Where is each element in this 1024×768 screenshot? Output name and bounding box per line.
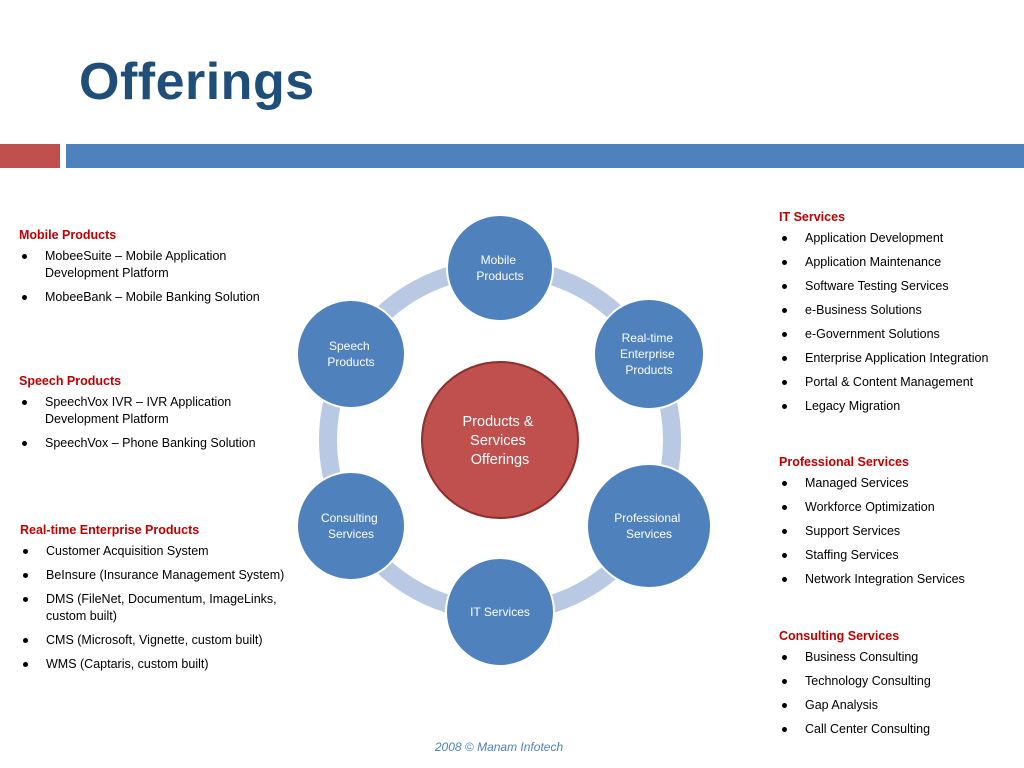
svg-text:IT Services: IT Services [470,605,530,619]
center-label-line: Services [470,433,526,449]
center-node: Products & Services Offerings [421,361,579,519]
list-item: Network Integration Services [779,571,1019,588]
header-accent-red [0,144,60,168]
mobile-products-list: MobeeSuite – Mobile Application Developm… [19,248,299,306]
list-item: Enterprise Application Integration [779,350,1019,367]
list-item: Workforce Optimization [779,499,1019,516]
list-item: SpeechVox IVR – IVR Application Developm… [19,394,299,428]
list-item: Call Center Consulting [779,721,1019,738]
list-item: Staffing Services [779,547,1019,564]
list-item: WMS (Captaris, custom built) [20,656,305,673]
list-item: Application Maintenance [779,254,1019,271]
center-label-line: Offerings [471,452,530,468]
header-accent-blue [66,144,1024,168]
list-item: Support Services [779,523,1019,540]
node-label-line: Products [625,363,672,377]
node-label-line: Speech [329,339,370,353]
list-item: DMS (FileNet, Documentum, ImageLinks, cu… [20,591,305,625]
professional-services-heading: Professional Services [779,455,909,469]
node-label-line: Mobile [481,253,517,267]
node-label-line: Products [327,355,374,369]
list-item: Gap Analysis [779,697,1019,714]
list-item: CMS (Microsoft, Vignette, custom built) [20,632,305,649]
mobile-products-section: Mobile Products MobeeSuite – Mobile Appl… [19,228,299,313]
center-label-line: Products & [463,414,534,430]
svg-text:Professional Services: Professional Services [614,511,683,541]
svg-text:Products & Services: Products & Services Offerings [463,414,538,468]
node-label-line: Products [476,269,523,283]
consulting-services-heading: Consulting Services [779,629,900,643]
realtime-products-heading: Real-time Enterprise Products [20,523,200,537]
svg-text:Mobile Products: Mobile Products [476,253,523,283]
list-item: e-Business Solutions [779,302,1019,319]
list-item: Technology Consulting [779,673,1019,690]
list-item: Application Development [779,230,1019,247]
svg-text:Speech Products: Speech Products [327,339,374,369]
node-speech-products: Speech Products [296,299,406,409]
list-item: BeInsure (Insurance Management System) [20,567,305,584]
it-services-heading: IT Services [779,210,846,224]
node-realtime-enterprise-products: Real-time Enterprise Products [593,298,705,410]
speech-products-heading: Speech Products [19,374,122,388]
speech-products-section: Speech Products SpeechVox IVR – IVR Appl… [19,374,299,459]
node-consulting-services: Consulting Services [296,471,406,581]
list-item: Portal & Content Management [779,374,1019,391]
node-mobile-products: Mobile Products [446,214,554,322]
mobile-products-heading: Mobile Products [19,228,117,242]
slide-title: Offerings [79,53,315,111]
speech-products-list: SpeechVox IVR – IVR Application Developm… [19,394,299,452]
node-label-line: Professional [614,511,680,525]
node-label-line: Enterprise [620,347,675,361]
node-label-line: Services [626,527,672,541]
node-label-line: Consulting [321,511,378,525]
svg-text:Real-time Enterprise: Real-time Enterprise Products [620,331,678,377]
node-label-line: Services [328,527,374,541]
node-professional-services: Professional Services [586,463,712,589]
list-item: Customer Acquisition System [20,543,305,560]
svg-text:Consulting Services: Consulting Services [321,511,381,541]
list-item: SpeechVox – Phone Banking Solution [19,435,299,452]
list-item: Business Consulting [779,649,1019,666]
realtime-products-section: Real-time Enterprise Products Customer A… [20,523,305,680]
list-item: e-Government Solutions [779,326,1019,343]
list-item: Software Testing Services [779,278,1019,295]
list-item: Legacy Migration [779,398,1019,415]
offerings-cycle-diagram: Products & Services Offerings Mobile Pro… [296,214,712,667]
footer-copyright: 2008 © Manam Infotech [434,740,564,754]
node-it-services: IT Services [445,557,555,667]
node-label-line: IT Services [470,605,530,619]
list-item: MobeeBank – Mobile Banking Solution [19,289,299,306]
list-item: Managed Services [779,475,1019,492]
list-item: MobeeSuite – Mobile Application Developm… [19,248,299,282]
node-label-line: Real-time [622,331,674,345]
